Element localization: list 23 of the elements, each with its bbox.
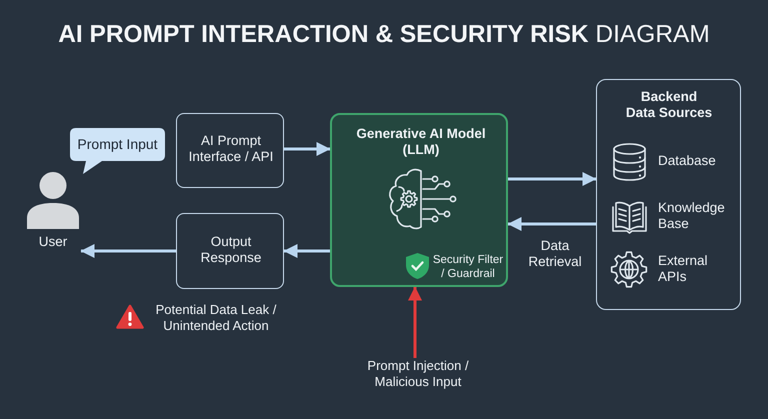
- bubble-text: Prompt Input: [76, 136, 159, 153]
- arrow: [284, 244, 330, 258]
- source-label: External APIs: [658, 253, 709, 286]
- arrow: [508, 172, 596, 186]
- model-box: [330, 113, 508, 287]
- node-label: Output Response: [200, 234, 262, 266]
- process-box: [176, 213, 284, 289]
- source-label: Knowledge Base: [658, 200, 726, 232]
- sources-panel: [596, 79, 741, 310]
- arrow: [284, 142, 330, 156]
- source-label: Database: [658, 153, 717, 170]
- user-label: User: [38, 234, 68, 250]
- injection-label: Prompt Injection / Malicious Input: [366, 358, 470, 390]
- panel-title: Backend Data Sources: [625, 89, 713, 122]
- model-title: Generative AI Model (LLM): [355, 126, 487, 158]
- process-box: [176, 113, 284, 188]
- title: AI PROMPT INTERACTION & SECURITY RISK DIAGRAM: [57, 21, 711, 49]
- arrow: [80, 244, 176, 258]
- warning-note: Potential Data Leak / Unintended Action: [154, 302, 278, 334]
- arrow: [408, 286, 422, 358]
- guardrail-label: Security Filter / Guardrail: [432, 254, 504, 282]
- arrow: [508, 217, 596, 231]
- node-label: AI Prompt Interface / API: [188, 133, 274, 166]
